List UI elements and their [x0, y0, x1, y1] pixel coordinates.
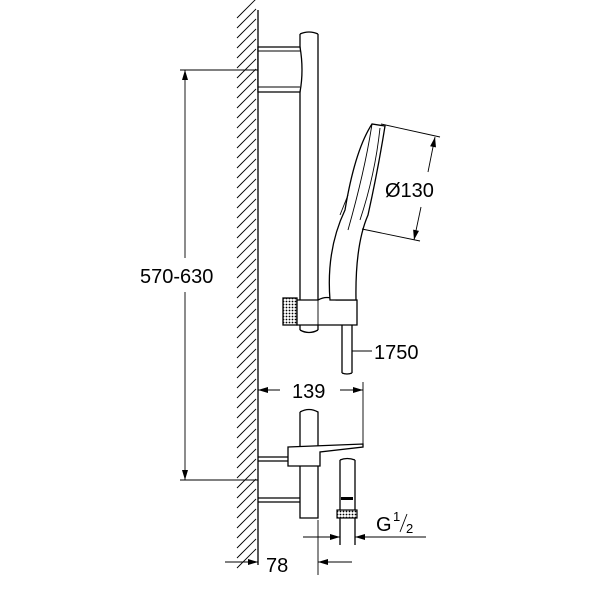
height-range-label: 570-630: [140, 266, 213, 288]
hatch-line: [236, 438, 257, 459]
hatch-line: [236, 318, 257, 339]
hatch-line: [236, 288, 257, 309]
hatch-line: [236, 358, 257, 379]
wall-distance-label: 78: [266, 555, 288, 577]
hatch-line: [236, 0, 256, 19]
hose-length-dimension: 1750: [352, 342, 419, 364]
hatch-line: [236, 378, 257, 399]
hatch-line: [236, 518, 257, 539]
hand-shower: [328, 123, 386, 301]
hatch-line: [236, 218, 257, 239]
hose-length-label: 1750: [374, 342, 419, 364]
hatch-line: [236, 88, 257, 109]
hatch-line: [236, 548, 257, 569]
hatch-line: [236, 498, 257, 519]
hatch-line: [236, 78, 257, 99]
hatch-line: [236, 198, 257, 219]
hatch-line: [236, 8, 257, 29]
hatch-line: [236, 188, 257, 209]
projection-label: 139: [292, 381, 325, 403]
hatch-line: [236, 338, 257, 359]
hatch-line: [236, 258, 257, 279]
wall-distance-dimension: 78: [225, 520, 352, 577]
hatch-line: [236, 298, 257, 319]
diameter-dimension: Ø130: [361, 123, 441, 242]
hatch-line: [236, 458, 257, 479]
hatch-line: [236, 168, 257, 189]
shower-hose: [336, 325, 358, 545]
hatch-line: [236, 48, 257, 69]
hatch-line: [236, 388, 257, 409]
hatch-line: [236, 448, 257, 469]
hatch-line: [236, 348, 257, 369]
hatch-line: [236, 58, 257, 79]
hatch-line: [236, 468, 257, 489]
height-dimension: 570-630: [140, 69, 258, 481]
hatch-line: [236, 528, 257, 549]
hatch-line: [236, 418, 257, 439]
top-wall-bracket: [257, 46, 303, 93]
hatch-line: [236, 28, 257, 49]
hatch-line: [236, 408, 257, 429]
hatch-line: [236, 398, 257, 419]
hatch-line: [236, 308, 257, 329]
hatch-line: [236, 128, 257, 149]
hatch-line: [236, 98, 257, 119]
hatch-line: [236, 478, 257, 499]
hatch-line: [236, 428, 257, 449]
hatch-line: [236, 328, 257, 349]
hatch-line: [236, 108, 257, 129]
shower-rail: [299, 31, 319, 519]
thread-denominator: 2: [406, 521, 413, 536]
hatch-line: [236, 148, 257, 169]
bottom-wall-bracket: [258, 443, 364, 503]
head-diameter-label: Ø130: [385, 180, 434, 202]
hatch-line: [236, 368, 257, 389]
hatch-line: [236, 488, 257, 509]
hatch-line: [236, 18, 257, 39]
hatch-line: [236, 508, 257, 529]
hatch-line: [236, 238, 257, 259]
hatch-line: [236, 178, 257, 199]
hatch-line: [236, 118, 257, 139]
hatch-line: [236, 248, 257, 269]
hatch-line: [236, 38, 257, 59]
hatch-line: [236, 538, 257, 559]
hatch-line: [236, 228, 257, 249]
shower-slider: [282, 296, 358, 326]
hatch-line: [236, 158, 257, 179]
hatch-line: [236, 138, 257, 159]
hatch-line: [236, 278, 257, 299]
thread-letter: G: [376, 514, 392, 536]
thread-numerator: 1: [393, 509, 400, 524]
thread-dimension: G 1 2: [303, 509, 426, 540]
wall: [236, 0, 259, 569]
hatch-line: [236, 68, 257, 89]
hatch-line: [236, 268, 257, 289]
hatch-line: [236, 208, 257, 229]
projection-dimension: 139: [258, 381, 364, 446]
